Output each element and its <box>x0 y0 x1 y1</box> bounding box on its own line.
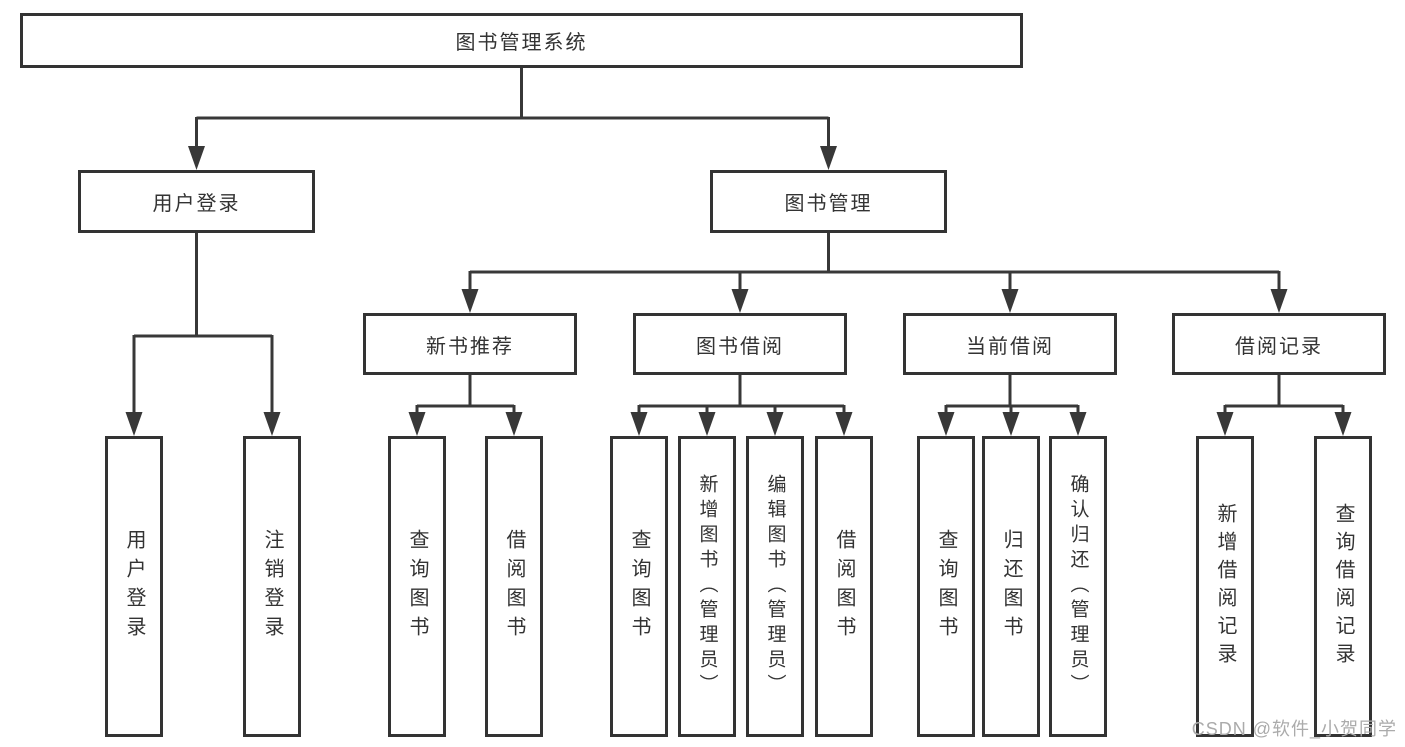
node-borrowing-records: 借阅记录 <box>1172 313 1386 375</box>
leaf-confirm-return-admin: 确认归还（管理员） <box>1049 436 1107 737</box>
leaf-query-books-current: 查询图书 <box>917 436 975 737</box>
node-new-book-recommendation: 新书推荐 <box>363 313 577 375</box>
leaf-logout: 注销登录 <box>243 436 301 737</box>
leaf-add-books-admin: 新增图书（管理员） <box>678 436 736 737</box>
leaf-return-books: 归还图书 <box>982 436 1040 737</box>
leaf-query-borrow-record-label: 查询借阅记录 <box>1332 502 1354 671</box>
leaf-logout-label: 注销登录 <box>261 528 283 645</box>
leaf-add-borrow-record-label: 新增借阅记录 <box>1214 502 1236 671</box>
node-root-library-system: 图书管理系统 <box>20 13 1023 68</box>
leaf-borrow-books-recommend: 借阅图书 <box>485 436 543 737</box>
node-borrowing-records-label: 借阅记录 <box>1235 335 1323 358</box>
node-user-login: 用户登录 <box>78 170 315 233</box>
leaf-add-books-admin-label: 新增图书（管理员） <box>696 474 718 699</box>
leaf-query-borrow-record: 查询借阅记录 <box>1314 436 1372 737</box>
node-current-borrowing: 当前借阅 <box>903 313 1117 375</box>
leaf-query-books-recommend-label: 查询图书 <box>406 528 428 645</box>
leaf-edit-books-admin: 编辑图书（管理员） <box>746 436 804 737</box>
leaf-user-login-label: 用户登录 <box>123 528 145 645</box>
leaf-borrow-books-recommend-label: 借阅图书 <box>503 528 525 645</box>
leaf-return-books-label: 归还图书 <box>1000 528 1022 645</box>
leaf-edit-books-admin-label: 编辑图书（管理员） <box>764 474 786 699</box>
node-book-borrowing: 图书借阅 <box>633 313 847 375</box>
node-new-book-recommendation-label: 新书推荐 <box>426 335 514 358</box>
leaf-confirm-return-admin-label: 确认归还（管理员） <box>1067 474 1089 699</box>
leaf-borrow-books-borrowing-label: 借阅图书 <box>833 528 855 645</box>
node-root-label: 图书管理系统 <box>455 32 588 54</box>
node-book-management-label: 图书管理 <box>784 193 873 215</box>
node-book-management: 图书管理 <box>710 170 947 233</box>
node-current-borrowing-label: 当前借阅 <box>966 335 1054 358</box>
node-book-borrowing-label: 图书借阅 <box>696 335 784 358</box>
leaf-query-books-current-label: 查询图书 <box>935 528 957 645</box>
leaf-user-login: 用户登录 <box>105 436 163 737</box>
leaf-query-books-borrowing-label: 查询图书 <box>628 528 650 645</box>
csdn-watermark: CSDN @软件_小贺同学 <box>1191 719 1397 739</box>
leaf-query-books-borrowing: 查询图书 <box>610 436 668 737</box>
leaf-query-books-recommend: 查询图书 <box>388 436 446 737</box>
leaf-borrow-books-borrowing: 借阅图书 <box>815 436 873 737</box>
node-user-login-label: 用户登录 <box>152 193 241 215</box>
leaf-add-borrow-record: 新增借阅记录 <box>1196 436 1254 737</box>
